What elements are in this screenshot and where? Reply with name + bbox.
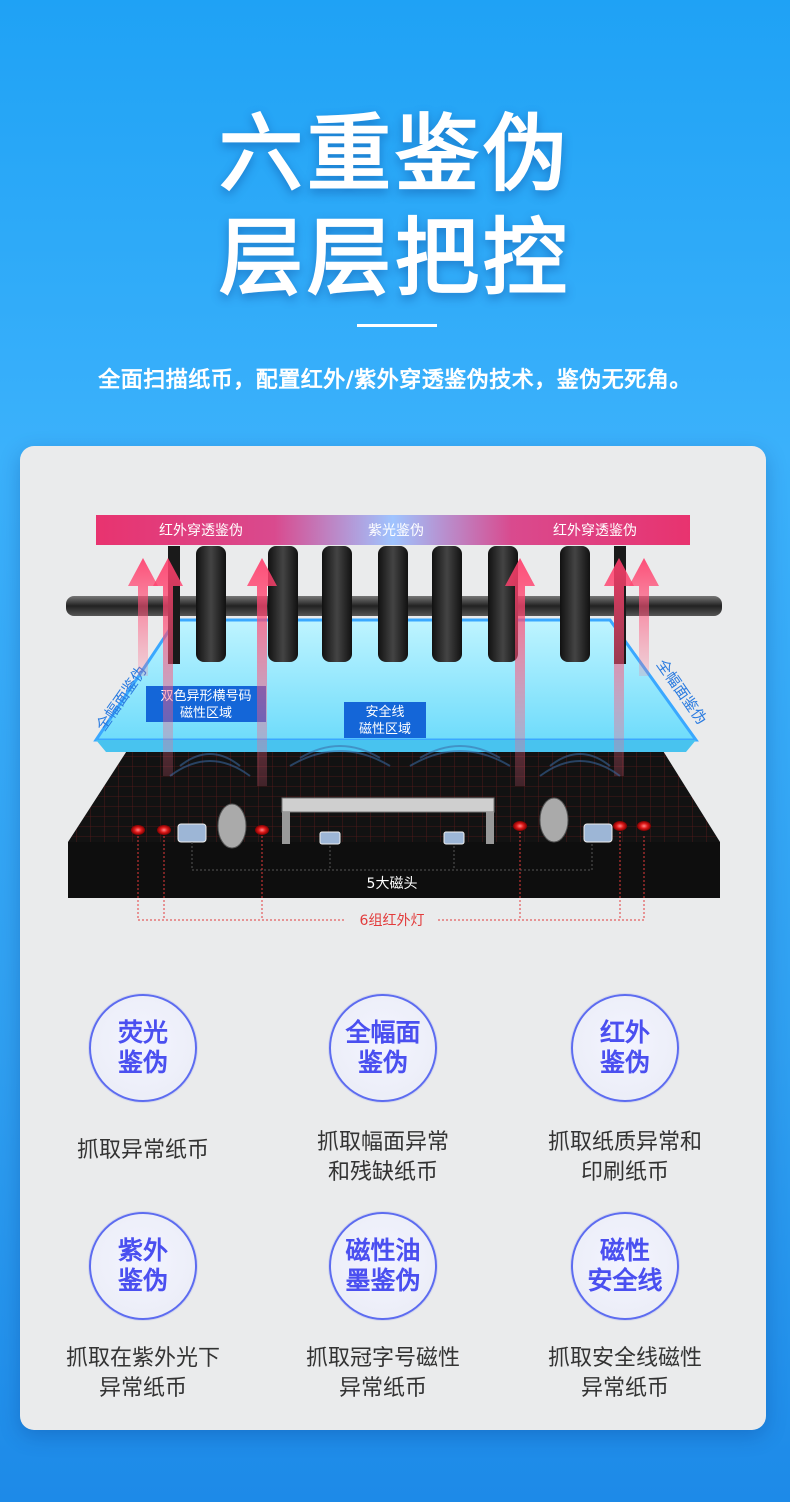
magnetic-ink-badge-line2: 墨鉴伪 [345,1266,421,1295]
magnetic-head-label: 5大磁头 [367,876,418,892]
infrared-badge-line1: 红外 [599,1018,650,1047]
detection-band [96,515,690,545]
zone-center-line1: 安全线 [365,704,404,720]
magnetic-thread-badge: 磁性安全线 [571,1212,679,1320]
hero-divider [357,324,437,327]
magnetic-head-assembly [177,797,613,849]
ir-light-label: 6组红外灯 [360,913,425,929]
content-card: 全幅面鉴伪 全幅面鉴伪 双色异形横号码 磁性区域 安全线 磁性区域 红外穿透鉴伪… [20,446,766,1430]
hero-title-line1: 六重鉴伪 [218,105,571,203]
infrared-desc: 抓取纸质异常和印刷纸币 [547,1130,702,1185]
fluorescent-desc: 抓取异常纸币 [76,1138,209,1163]
magnetic-ink-badge-line1: 磁性油 [345,1236,421,1265]
full-width-badge: 全幅面鉴伪 [329,994,437,1102]
infrared-badge-line2: 鉴伪 [599,1048,650,1077]
feature-ultraviolet: 紫外鉴伪 抓取在紫外光下异常纸币 [28,1212,258,1404]
fluorescent-badge: 荧光鉴伪 [89,994,197,1102]
magnetic-ink-badge: 磁性油墨鉴伪 [329,1212,437,1320]
hero-subtitle: 全面扫描纸币，配置红外/紫外穿透鉴伪技术，鉴伪无死角。 [98,368,692,393]
magnetic-waves [169,745,621,777]
feature-magnetic-thread: 磁性安全线 抓取安全线磁性异常纸币 [510,1212,740,1404]
full-width-desc: 抓取幅面异常和残缺纸币 [316,1130,449,1185]
feature-magnetic-ink: 磁性油墨鉴伪 抓取冠字号磁性异常纸币 [268,1212,498,1404]
ir-light-dots [131,821,651,835]
band-label-center: 紫光鉴伪 [368,523,424,539]
fluorescent-badge-line2: 鉴伪 [117,1048,168,1077]
magnetic-thread-badge-line2: 安全线 [587,1266,663,1295]
magnetic-thread-badge-line1: 磁性 [599,1236,650,1265]
zone-center [344,702,426,738]
zone-left-line1: 双色异形横号码 [160,688,251,704]
feature-full-width: 全幅面鉴伪 抓取幅面异常和残缺纸币 [268,994,498,1188]
magnetic-thread-desc: 抓取安全线磁性异常纸币 [547,1346,702,1401]
feature-infrared: 红外鉴伪 抓取纸质异常和印刷纸币 [510,994,740,1188]
detection-diagram: 全幅面鉴伪 全幅面鉴伪 双色异形横号码 磁性区域 安全线 磁性区域 红外穿透鉴伪… [66,515,722,930]
feature-fluorescent: 荧光鉴伪 抓取异常纸币 [28,994,258,1166]
zone-left-line2: 磁性区域 [180,706,232,721]
band-label-right: 红外穿透鉴伪 [553,523,637,539]
magnetic-ink-desc: 抓取冠字号磁性异常纸币 [305,1346,460,1401]
hero-title-line2: 层层把控 [218,209,571,307]
full-width-badge-line2: 鉴伪 [357,1048,408,1077]
ultraviolet-badge: 紫外鉴伪 [89,1212,197,1320]
fluorescent-badge-line1: 荧光 [117,1018,168,1047]
ultraviolet-desc: 抓取在紫外光下异常纸币 [65,1346,220,1401]
infrared-badge: 红外鉴伪 [571,994,679,1102]
ultraviolet-badge-line2: 鉴伪 [117,1266,168,1295]
zone-center-line2: 磁性区域 [359,722,411,737]
ir-arrows [128,558,659,786]
full-width-badge-line1: 全幅面 [345,1018,421,1047]
ultraviolet-badge-line1: 紫外 [117,1236,168,1265]
magnetic-head-leaders [191,842,593,871]
band-label-left: 红外穿透鉴伪 [159,523,243,539]
